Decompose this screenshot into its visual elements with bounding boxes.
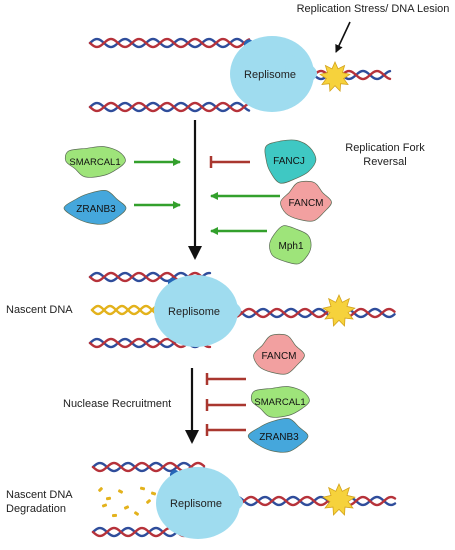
top-parental-helix-lower-strand-b bbox=[88, 101, 251, 113]
replisome-top: Replisome bbox=[230, 36, 318, 112]
reversed-parental-helix-upper-strand-a bbox=[88, 271, 212, 283]
mph1-protein-shape bbox=[269, 225, 312, 265]
smarcal1-protein-top-label: SMARCAL1 bbox=[69, 157, 120, 168]
zranb3-inhibit-arrow bbox=[205, 424, 246, 436]
smarcal1-protein-top-shape bbox=[64, 146, 126, 178]
degraded-nascent-fragments bbox=[98, 486, 157, 518]
fancj-protein-label: FANCJ bbox=[273, 156, 305, 167]
bottom-daughter-helix-strand-a bbox=[228, 495, 397, 507]
nascent-dna-fragment bbox=[98, 487, 103, 492]
nascent-dna-label: Nascent DNA bbox=[6, 304, 73, 316]
zranb3-protein-bottom-label: ZRANB3 bbox=[259, 432, 299, 443]
nascent-dna-fragment bbox=[133, 511, 140, 516]
fork-reversal-label: Replication Fork Reversal bbox=[330, 141, 440, 169]
nascent-dna-fragment bbox=[101, 503, 108, 508]
fancm-inhibit-arrow bbox=[205, 373, 246, 385]
replisome-middle-label: Replisome bbox=[168, 306, 220, 318]
degradation-label-line1: Nascent DNA bbox=[6, 489, 73, 501]
fork-reversal-label-line1: Replication Fork bbox=[345, 142, 425, 154]
nascent-dna-fragment bbox=[123, 505, 130, 510]
replisome-bottom-label: Replisome bbox=[170, 498, 222, 510]
fancm-protein-top-shape bbox=[280, 180, 332, 222]
replisome-middle-lobe bbox=[208, 291, 242, 327]
zranb3-protein-top-shape bbox=[63, 189, 127, 225]
nascent-dna-degradation-label: Nascent DNA Degradation bbox=[6, 488, 73, 516]
replisome-middle-body bbox=[154, 275, 238, 347]
nascent-dna-helix-strand-a bbox=[90, 304, 161, 316]
zranb3-protein-top-label: ZRANB3 bbox=[76, 204, 116, 215]
degradation-label-line2: Degradation bbox=[6, 503, 66, 515]
replisome-bottom-body bbox=[156, 467, 240, 539]
dna-lesion-middle bbox=[322, 294, 356, 327]
top-parental-helix-upper-strand-a bbox=[88, 37, 251, 49]
nascent-dna-helix bbox=[90, 304, 161, 316]
arrow-layer bbox=[134, 21, 351, 444]
nascent-dna-fragment bbox=[111, 513, 118, 518]
smarcal1-protein-bottom-label: SMARCAL1 bbox=[254, 397, 305, 408]
top-parental-helix-upper bbox=[88, 37, 251, 49]
fancm-protein-top: FANCM bbox=[280, 180, 332, 222]
fancm-protein-top-label: FANCM bbox=[289, 198, 324, 209]
mph1-protein: Mph1 bbox=[269, 225, 312, 265]
dna-layer bbox=[88, 37, 397, 538]
zranb3-protein-bottom: ZRANB3 bbox=[247, 417, 309, 453]
nascent-dna-fragment bbox=[117, 489, 124, 494]
protein-layer: SMARCAL1ZRANB3FANCJFANCMMph1FANCMSMARCAL… bbox=[63, 139, 332, 453]
replisome-middle: Replisome bbox=[154, 275, 242, 347]
fancj-protein: FANCJ bbox=[264, 139, 317, 184]
smarcal1-inhibit-arrow bbox=[205, 399, 246, 411]
mph1-protein-label: Mph1 bbox=[278, 241, 303, 252]
top-parental-helix-upper-strand-b bbox=[88, 37, 251, 49]
replisome-top-body bbox=[230, 36, 314, 112]
replisome-top-label: Replisome bbox=[244, 69, 296, 81]
nuclease-recruitment-label: Nuclease Recruitment bbox=[63, 398, 172, 410]
nascent-dna-fragment bbox=[139, 486, 146, 491]
replisome-bottom: Replisome bbox=[156, 467, 244, 539]
dna-lesion-top bbox=[319, 61, 351, 93]
top-parental-helix-lower-strand-a bbox=[88, 101, 251, 113]
smarcal1-protein-bottom-shape bbox=[250, 386, 310, 418]
bottom-daughter-helix bbox=[228, 495, 397, 507]
dna-lesion-bottom bbox=[322, 483, 356, 516]
nascent-dna-fragment bbox=[105, 496, 112, 501]
replication-stress-label: Replication Stress/ DNA Lesion bbox=[296, 3, 450, 15]
lesion-pointer-arrow bbox=[335, 21, 351, 53]
nascent-dna-fragment bbox=[146, 499, 151, 504]
middle-daughter-helix-strand-a bbox=[226, 307, 396, 319]
fancm-protein-bottom-label: FANCM bbox=[262, 351, 297, 362]
nascent-dna-fragment bbox=[150, 491, 157, 496]
zranb3-protein-bottom-shape bbox=[247, 417, 309, 453]
top-parental-helix-lower bbox=[88, 101, 251, 113]
fork-reversal-label-line2: Reversal bbox=[363, 156, 407, 168]
smarcal1-protein-top: SMARCAL1 bbox=[64, 146, 126, 178]
zranb3-protein-top: ZRANB3 bbox=[63, 189, 127, 225]
replisome-bottom-lobe bbox=[210, 483, 244, 519]
fancj-protein-shape bbox=[264, 139, 317, 184]
fancj-inhibit-arrow bbox=[209, 156, 250, 168]
replisome-top-lobe bbox=[284, 53, 318, 91]
smarcal1-protein-bottom: SMARCAL1 bbox=[250, 386, 310, 418]
fancm-protein-bottom: FANCM bbox=[253, 333, 305, 375]
fancm-protein-bottom-shape bbox=[253, 333, 305, 375]
middle-daughter-helix bbox=[226, 307, 396, 319]
